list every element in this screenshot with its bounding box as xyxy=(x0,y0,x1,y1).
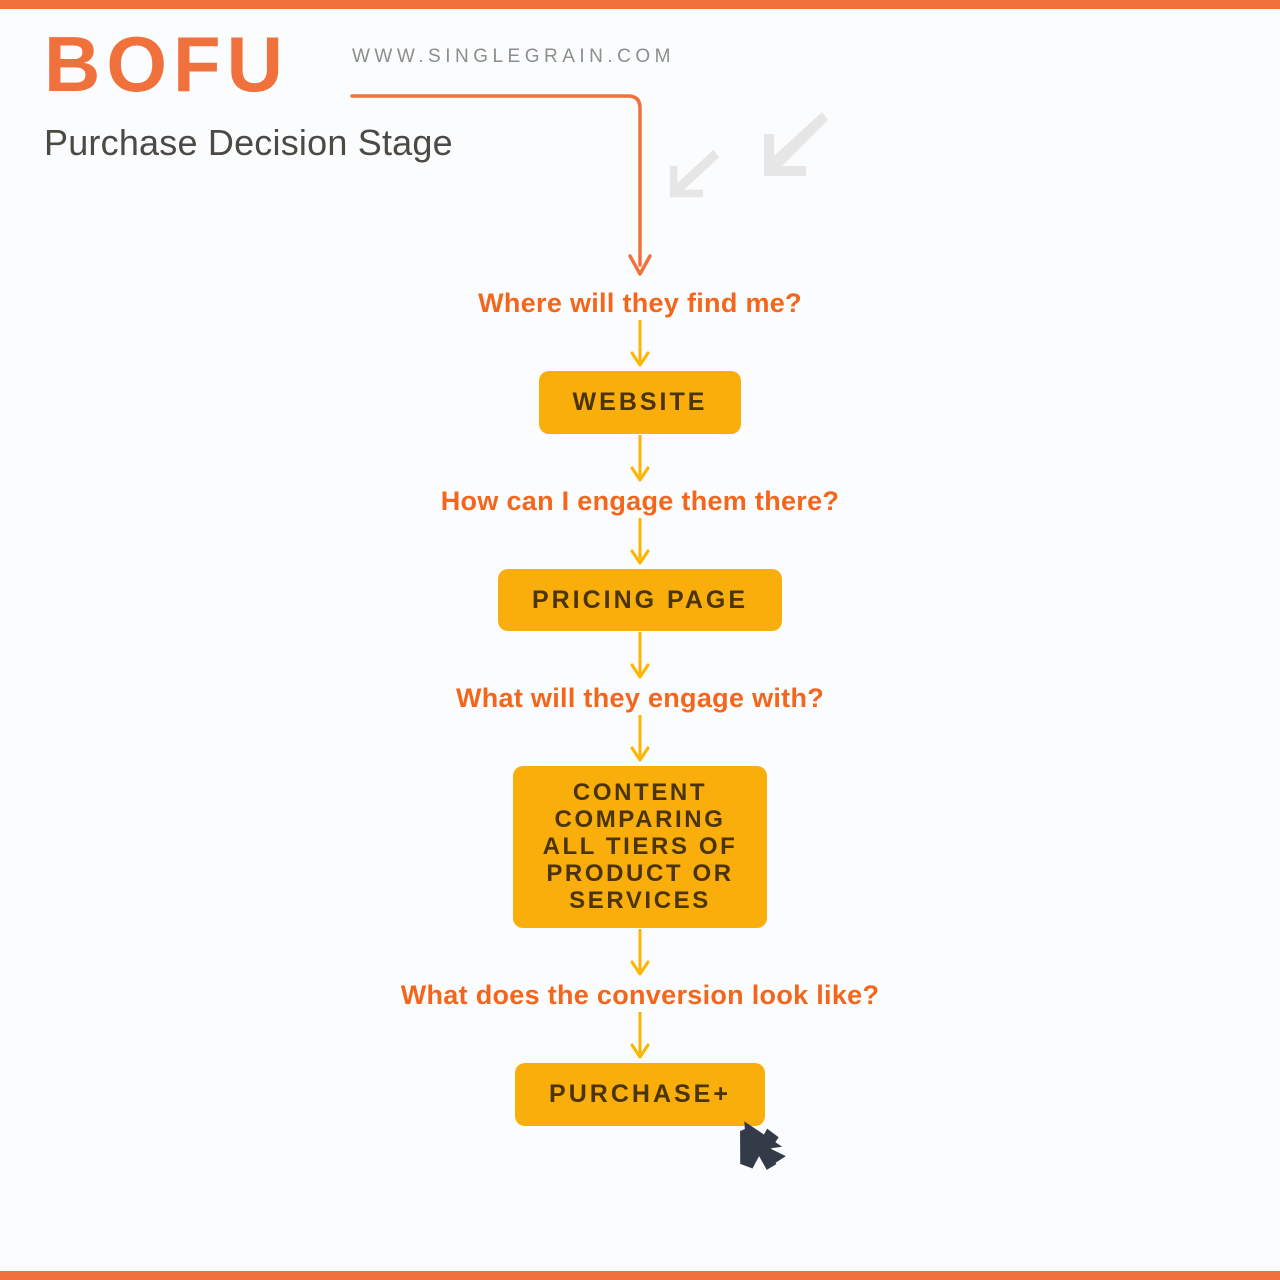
arrow-down-left-icon-small xyxy=(669,149,720,198)
top-brand-bar xyxy=(0,0,1280,9)
node-content-comparing-tiers[interactable]: CONTENT COMPARING ALL TIERS OF PRODUCT O… xyxy=(512,766,768,929)
question-where-will-they-find-me: Where will they find me? xyxy=(478,288,802,318)
node-content-line-4: PRODUCT OR xyxy=(546,859,734,887)
bottom-brand-bar xyxy=(0,1271,1280,1280)
node-purchase[interactable]: PURCHASE+ xyxy=(515,1063,765,1126)
node-content-line-1: CONTENT xyxy=(572,779,708,806)
connector-arrow-1 xyxy=(628,319,652,371)
arrow-down-left-icon-large xyxy=(764,112,828,176)
node-website[interactable]: WEBSITE xyxy=(538,371,742,434)
node-content-line-3: ALL TIERS OF xyxy=(542,832,738,860)
node-purchase-label: PURCHASE+ xyxy=(549,1080,731,1109)
logo-bofu: BOFU xyxy=(44,20,289,108)
question-how-can-i-engage-them-there: How can I engage them there? xyxy=(440,485,840,516)
mouse-cursor-icon xyxy=(739,1121,786,1170)
connector-arrow-4 xyxy=(628,631,652,683)
funnel-flow: Where will they find me? WEBSITE How can… xyxy=(0,288,1280,1170)
page-subtitle: Purchase Decision Stage xyxy=(44,122,453,164)
node-purchase-wrap: PURCHASE+ xyxy=(515,1063,786,1170)
node-pricing-page[interactable]: PRICING PAGE xyxy=(497,568,783,631)
connector-arrow-7 xyxy=(628,1011,652,1063)
site-url: WWW.SINGLEGRAIN.COM xyxy=(352,46,675,67)
node-content-line-2: COMPARING xyxy=(554,805,726,833)
node-website-label: WEBSITE xyxy=(572,388,708,416)
question-what-will-they-engage-with: What will they engage with? xyxy=(455,683,825,713)
question-what-does-the-conversion-look-like: What does the conversion look like? xyxy=(400,980,880,1011)
node-pricing-page-label: PRICING PAGE xyxy=(531,585,749,614)
connector-arrow-5 xyxy=(628,714,652,766)
connector-arrow-6 xyxy=(628,928,652,980)
connector-arrow-2 xyxy=(628,434,652,486)
connector-arrow-3 xyxy=(628,517,652,569)
node-content-line-5: SERVICES xyxy=(569,886,711,914)
